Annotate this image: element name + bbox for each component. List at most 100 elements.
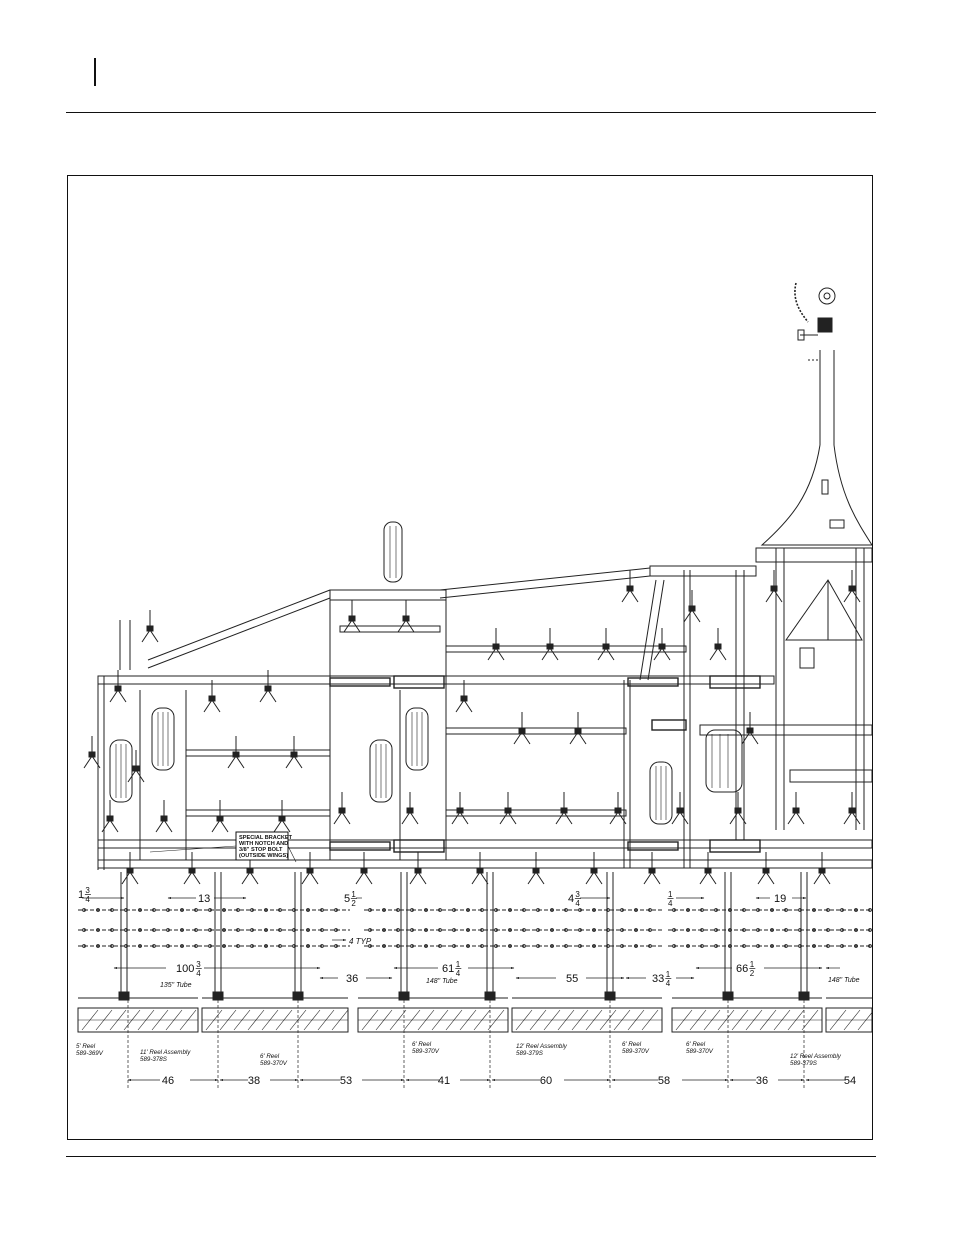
reel-label-part: 589-379S <box>516 1050 544 1057</box>
dim-whole: 4 <box>568 893 574 905</box>
shank-sweep <box>343 600 361 633</box>
rolling-reels <box>77 997 872 1033</box>
reel-hanger <box>212 872 224 1001</box>
dim-numerator: 3 <box>85 886 90 895</box>
shank-sweep <box>813 852 831 885</box>
shank-sweep <box>141 610 159 643</box>
mid-dim-label: 55 <box>566 973 578 985</box>
shank-sweep <box>843 570 861 603</box>
shank-sweep <box>109 670 127 703</box>
harrow-bar <box>78 928 350 932</box>
shank-sweep <box>653 628 671 661</box>
reel-label-name: 6' Reel <box>260 1053 280 1060</box>
dim-numerator: 1 <box>351 890 356 899</box>
shank-sweep <box>513 712 531 745</box>
shank-sweep <box>101 800 119 833</box>
shank-sweep <box>569 712 587 745</box>
reel-hanger <box>118 872 130 1001</box>
harrow-bar <box>364 908 662 912</box>
shank-sweep <box>155 800 173 833</box>
reel-hanger <box>604 872 616 1001</box>
dim-whole: 19 <box>774 893 786 905</box>
shank-sweep <box>609 792 627 825</box>
harrow-bar <box>668 908 872 912</box>
shank-sweep <box>683 590 701 623</box>
dim-numerator: 1 <box>456 960 461 969</box>
dim-whole: 36 <box>346 973 358 985</box>
note-line-3: 3/8" STOP BOLT <box>239 847 283 853</box>
bottom-dim-label: 36 <box>756 1075 768 1087</box>
note-line-1: SPECIAL BRACKET <box>239 835 293 841</box>
reel-label-name: 6' Reel <box>412 1041 432 1048</box>
drawing-frame <box>67 175 873 1140</box>
reel-assembly <box>201 997 349 1033</box>
shank-sweep <box>285 736 303 769</box>
bottom-dim-label: 41 <box>438 1075 450 1087</box>
dim-denominator: 2 <box>750 969 755 978</box>
dim-denominator: 4 <box>456 969 461 978</box>
shank-sweep <box>709 628 727 661</box>
reel-label-part: 589-370V <box>412 1048 440 1055</box>
shank-sweep <box>397 600 415 633</box>
mid-dim-label: 36 <box>346 973 358 985</box>
cultivator-shanks <box>83 570 861 885</box>
reel-label-part: 589-369V <box>76 1050 104 1057</box>
dim-whole: 66 <box>736 963 748 975</box>
dim-denominator: 4 <box>196 969 201 978</box>
reel-hanger <box>798 872 810 1001</box>
tube-label-2: 148" Tube <box>426 978 458 985</box>
dim-denominator: 4 <box>85 895 90 904</box>
dim-numerator: 3 <box>196 960 201 969</box>
upper-dim-label: 13 <box>198 893 210 905</box>
dimension-lines <box>82 896 846 1090</box>
tube-label-1: 135" Tube <box>160 982 192 989</box>
bottom-dim-label: 38 <box>248 1075 260 1087</box>
reel-assembly <box>511 997 663 1033</box>
dim-denominator: 4 <box>666 979 671 988</box>
shank-sweep <box>409 852 427 885</box>
shank-sweep <box>541 628 559 661</box>
reel-assembly <box>357 997 509 1033</box>
bottom-dim-label: 54 <box>844 1075 856 1087</box>
header-rule <box>66 112 876 113</box>
harrow-bar <box>78 908 350 912</box>
shank-sweep <box>333 792 351 825</box>
dim-whole: 100 <box>176 963 194 975</box>
dim-whole: 13 <box>198 893 210 905</box>
hitch-tongue <box>760 282 872 546</box>
reel-hanger <box>484 872 496 1001</box>
reel-label-part: 589-370V <box>686 1048 714 1055</box>
note-line-4: (OUTSIDE WINGS) <box>239 853 288 859</box>
harrow-bar <box>78 944 350 948</box>
dim-whole: 61 <box>442 963 454 975</box>
shank-sweep <box>787 792 805 825</box>
bottom-dim-label: 53 <box>340 1075 352 1087</box>
typ-note: 4 TYP <box>349 937 372 946</box>
shank-sweep <box>555 792 573 825</box>
upper-dim-label: 19 <box>774 893 786 905</box>
reel-assembly <box>825 997 872 1033</box>
shank-sweep <box>227 736 245 769</box>
bottom-dim-label: 58 <box>658 1075 670 1087</box>
dim-whole: 1 <box>78 889 84 901</box>
dim-whole: 5 <box>344 893 350 905</box>
shank-sweep <box>203 680 221 713</box>
shank-sweep <box>621 570 639 603</box>
upper-dim-label: 14 <box>667 890 674 908</box>
reel-hanger <box>292 872 304 1001</box>
bottom-dim-label: 46 <box>162 1075 174 1087</box>
gauge-wheels <box>109 521 743 825</box>
shank-sweep <box>451 792 469 825</box>
shank-sweep <box>643 852 661 885</box>
